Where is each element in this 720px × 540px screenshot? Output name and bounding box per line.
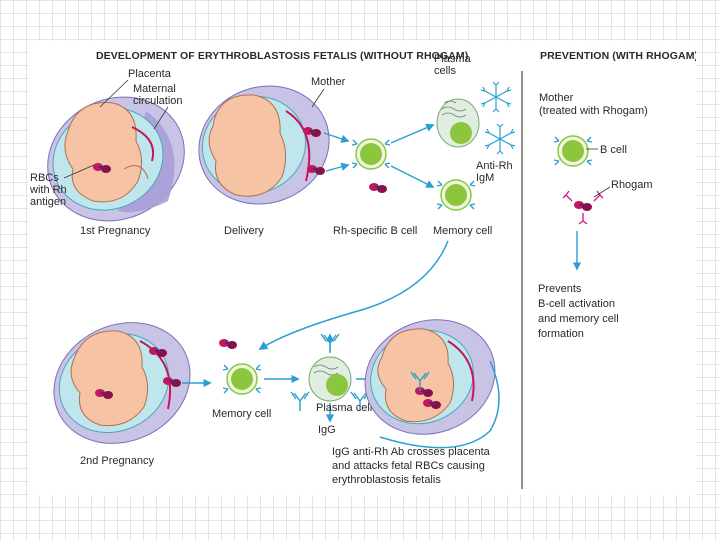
erythroblastosis-diagram: DEVELOPMENT OF ERYTHROBLASTOSIS FETALIS … (29, 50, 696, 489)
label-igg: IgG (318, 424, 336, 436)
attacked-fetus-illustration (364, 319, 496, 435)
diagram-card: DEVELOPMENT OF ERYTHROBLASTOSIS FETALIS … (28, 41, 696, 495)
label-mother-treated-line1: Mother (539, 92, 574, 104)
delivery-illustration (198, 85, 330, 205)
label-prevents-line1: Prevents (538, 283, 582, 295)
label-second-pregnancy: 2nd Pregnancy (80, 455, 154, 467)
arrow-rbc-to-bcell-2 (325, 162, 350, 172)
label-plasma-line2: cells (434, 65, 457, 77)
second-pregnancy-illustration (53, 322, 191, 444)
label-maternal-line1: Maternal (133, 83, 176, 95)
leader-placenta (99, 79, 129, 108)
rh-specific-b-cell (351, 138, 391, 170)
label-crosses-line1: IgG anti-Rh Ab crosses placenta (332, 446, 491, 458)
igm-antibody-1 (480, 81, 512, 113)
first-pregnancy-illustration (47, 96, 185, 222)
leader-maternal (153, 106, 169, 130)
antibody-left (290, 391, 310, 412)
label-plasma-line1: Plasma (434, 53, 472, 65)
label-delivery: Delivery (224, 225, 264, 237)
arrow-to-plasma-cell (390, 123, 435, 144)
label-plasma-cells-bottom: Plasma cells (316, 402, 378, 414)
label-mother-treated-line2: (treated with Rhogam) (539, 105, 648, 117)
label-prevents-line3: and memory cell (538, 313, 619, 325)
free-rbc (369, 183, 387, 193)
label-rbcs-line1: RBCs (30, 172, 59, 184)
rhogam-bound-rbc (562, 190, 604, 225)
label-first-pregnancy: 1st Pregnancy (80, 225, 151, 237)
label-rbcs-line3: antigen (30, 196, 66, 208)
label-memory-cell-bottom: Memory cell (212, 408, 271, 420)
free-rbc-bottom (219, 339, 237, 349)
title-without-rhogam: DEVELOPMENT OF ERYTHROBLASTOSIS FETALIS … (96, 50, 468, 62)
label-rbcs-line2: with Rh (29, 184, 67, 196)
igm-antibody-2 (484, 123, 516, 155)
label-rh-specific-b-cell: Rh-specific B cell (333, 225, 417, 237)
label-crosses-line2: and attacks fetal RBCs causing (332, 460, 485, 472)
label-placenta: Placenta (128, 68, 172, 80)
label-crosses-line3: erythroblastosis fetalis (332, 474, 441, 486)
label-maternal-line2: circulation (133, 95, 183, 107)
arrow-rbc-to-bcell-1 (323, 132, 350, 143)
label-antirh-line2: IgM (476, 172, 494, 184)
label-mother: Mother (311, 76, 346, 88)
label-antirh-line1: Anti-Rh (476, 160, 513, 172)
label-memory-cell-top: Memory cell (433, 225, 492, 237)
label-rhogam: Rhogam (611, 179, 653, 191)
b-cell-prevention (553, 135, 593, 167)
antibody-crossing-path (379, 360, 500, 449)
leader-mother (311, 88, 325, 108)
arrow-to-memory-cell (390, 165, 435, 188)
leader-rbcs (63, 164, 95, 179)
arrow-to-second-pregnancy (258, 240, 449, 350)
plasma-cell-top (436, 98, 480, 148)
label-prevents-line2: B-cell activation (538, 298, 615, 310)
title-with-rhogam: PREVENTION (WITH RHOGAM) (540, 50, 696, 62)
label-prevents-line4: formation (538, 328, 584, 340)
leader-rhogam (593, 186, 611, 198)
label-b-cell: B cell (600, 144, 627, 156)
memory-cell-bottom (222, 363, 262, 395)
memory-cell-top (436, 179, 476, 211)
plasma-cell-bottom (308, 356, 352, 402)
